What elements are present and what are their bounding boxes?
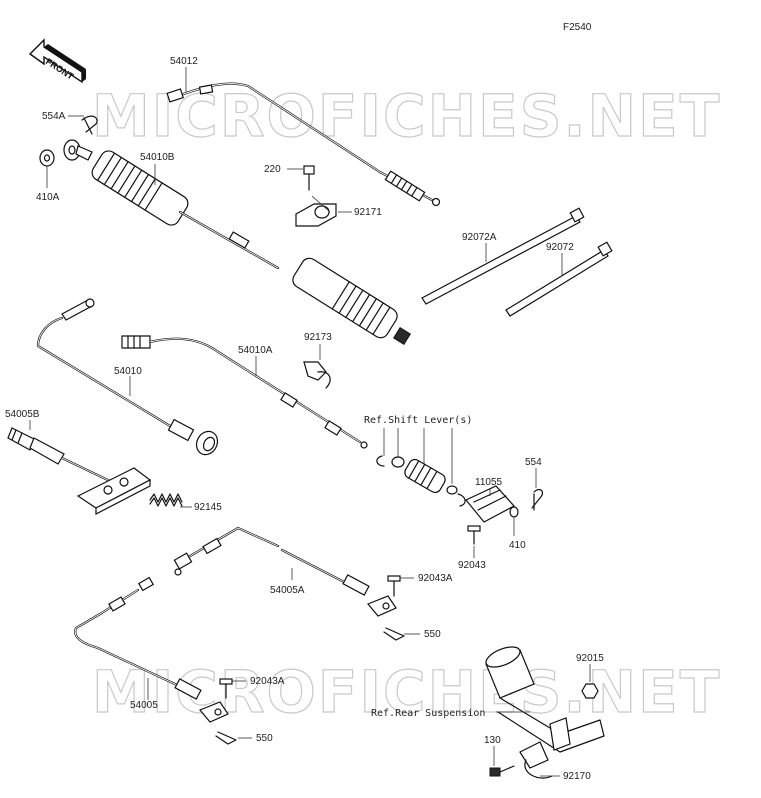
rear-suspension-assembly [485,646,605,779]
cable-54005A [173,526,397,617]
label-550-lower: 550 [256,733,273,744]
cable-54010B [63,139,411,345]
spring-92145 [149,493,183,507]
front-arrow-icon: FRONT [28,38,86,84]
label-92170: 92170 [563,771,591,782]
label-92043A-upper: 92043A [418,573,453,584]
strap-92072 [505,241,613,317]
label-54010A: 54010A [238,345,273,356]
label-554A: 554A [42,111,66,122]
label-54012: 54012 [170,56,198,67]
washer-410A [39,149,55,167]
label-130: 130 [484,735,501,746]
label-54005: 54005 [130,700,158,711]
label-92072: 92072 [546,242,574,253]
bolt-220 [303,165,315,191]
shift-lever-parts [376,455,466,507]
label-54010B: 54010B [140,152,175,163]
watermark-top: MICROFICHES.NET [92,82,721,150]
label-92171: 92171 [354,207,382,218]
bracket-11055 [465,485,515,523]
label-54010: 54010 [114,366,142,377]
label-92072A: 92072A [462,232,497,243]
label-92043: 92043 [458,560,486,571]
label-92043A-lower: 92043A [250,676,285,687]
figure-code: F2540 [563,22,592,33]
ref-rear-suspension: Ref.Rear Suspension [371,708,485,719]
washer-410 [509,506,519,518]
cable-54005 [74,576,229,723]
pin-92043 [467,525,481,545]
label-410: 410 [509,540,526,551]
cable-54010 [36,298,219,456]
clip-550-lower [215,731,237,745]
label-11055: 11055 [475,477,503,488]
cable-54010A [121,335,368,449]
label-550-upper: 550 [424,629,441,640]
label-54005B: 54005B [5,409,40,420]
clamp-92171 [295,203,337,227]
pin-92043A-lower [219,678,233,699]
cable-54005B [7,427,152,515]
clip-92173 [303,361,331,389]
label-410A: 410A [36,192,60,203]
pin-554A [81,115,98,135]
label-220: 220 [264,164,281,175]
nut-92015 [581,683,599,699]
label-92015: 92015 [576,653,604,664]
pin-92043A-upper [387,575,401,597]
cable-54012 [166,82,441,207]
strap-92072A [421,207,585,305]
pin-554 [531,488,544,511]
label-54005A: 54005A [270,585,305,596]
bolt-130 [489,765,515,777]
ref-shift-lever: Ref.Shift Lever(s) [364,415,472,426]
label-92145: 92145 [194,502,222,513]
clip-550-upper [383,627,405,641]
label-92173: 92173 [304,332,332,343]
label-554: 554 [525,457,542,468]
